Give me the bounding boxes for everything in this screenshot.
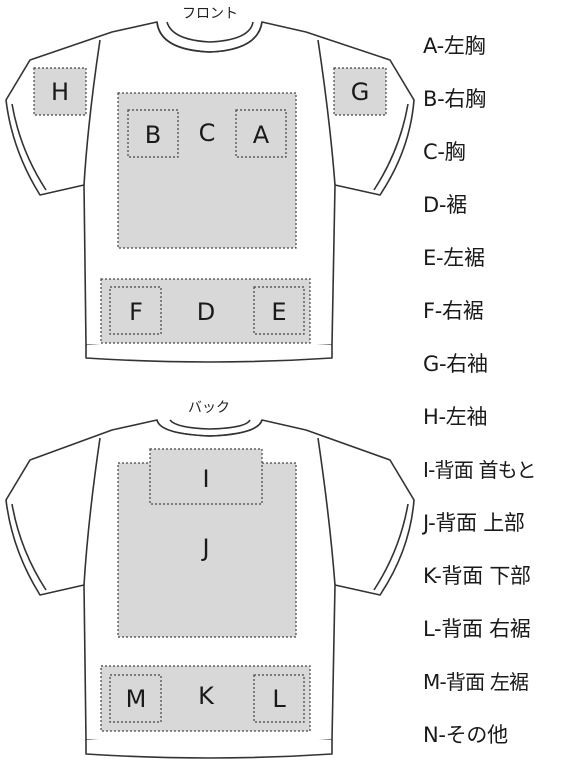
- legend-item-b: B-右胸: [423, 87, 486, 111]
- legend-item-l: L-背面 右裾: [423, 617, 531, 641]
- zone-legend: A-左胸 B-右胸 C-胸 D-裾 E-左裾 F-右裾 G-右袖 H-左袖 I-…: [423, 26, 569, 768]
- back-left-cuff: [11, 503, 47, 591]
- front-hem-band: [85, 345, 333, 363]
- front-right-cuff: [373, 103, 409, 191]
- back-right-cuff: [373, 503, 409, 591]
- zone-b-rect[interactable]: [127, 109, 179, 158]
- back-view-label: バック: [188, 400, 230, 416]
- back-right-armhole: [317, 437, 336, 586]
- zone-e-label: E: [271, 298, 286, 326]
- zone-g-rect[interactable]: [333, 67, 387, 116]
- legend-item-n: N-その他: [423, 723, 508, 747]
- zone-i-label: I: [202, 465, 209, 493]
- legend-item-c: C-胸: [423, 140, 466, 164]
- front-collar: [156, 21, 263, 53]
- zone-d-label: D: [197, 298, 215, 326]
- zone-k-label: K: [198, 682, 215, 710]
- legend-item-d: D-裾: [423, 193, 467, 217]
- zone-l-label: L: [272, 685, 286, 713]
- front-right-armhole: [317, 39, 336, 186]
- front-left-cuff: [11, 103, 47, 191]
- back-collar-inner: [169, 419, 251, 430]
- zone-b-label: B: [145, 121, 161, 149]
- front-collar-inner: [166, 21, 254, 43]
- back-zones: I J M K L: [100, 448, 311, 732]
- zone-i-rect[interactable]: [149, 448, 263, 505]
- back-left-armhole: [83, 437, 101, 586]
- legend-item-j: J-背面 上部: [423, 511, 525, 535]
- front-zones: B C A F D E H G: [33, 67, 387, 344]
- zone-l-rect[interactable]: [253, 674, 305, 723]
- legend-item-h: H-左袖: [423, 405, 488, 429]
- zone-g-label: G: [351, 78, 370, 106]
- zone-j-label: J: [200, 534, 209, 562]
- zone-m-rect[interactable]: [109, 674, 162, 723]
- legend-item-k: K-背面 下部: [423, 564, 531, 588]
- zone-a-label: A: [253, 121, 270, 149]
- legend-item-f: F-右裾: [423, 299, 484, 323]
- back-hem-band: [85, 740, 333, 759]
- front-view-label: フロント: [182, 6, 238, 22]
- front-left-armhole: [83, 39, 101, 186]
- legend-item-m: M-背面 左裾: [423, 670, 529, 694]
- legend-item-e: E-左裾: [423, 246, 485, 270]
- zone-f-rect[interactable]: [109, 286, 162, 335]
- legend-item-a: A-左胸: [423, 34, 486, 58]
- back-collar: [156, 419, 263, 437]
- zone-m-label: M: [126, 685, 147, 713]
- zone-f-label: F: [129, 298, 143, 326]
- zone-a-rect[interactable]: [235, 109, 287, 158]
- legend-item-g: G-右袖: [423, 352, 488, 376]
- zone-c-label: C: [199, 119, 216, 147]
- zone-e-rect[interactable]: [253, 286, 305, 335]
- zone-h-label: H: [51, 78, 69, 106]
- legend-item-i: I-背面 首もと: [423, 458, 536, 482]
- zone-h-rect[interactable]: [33, 67, 87, 116]
